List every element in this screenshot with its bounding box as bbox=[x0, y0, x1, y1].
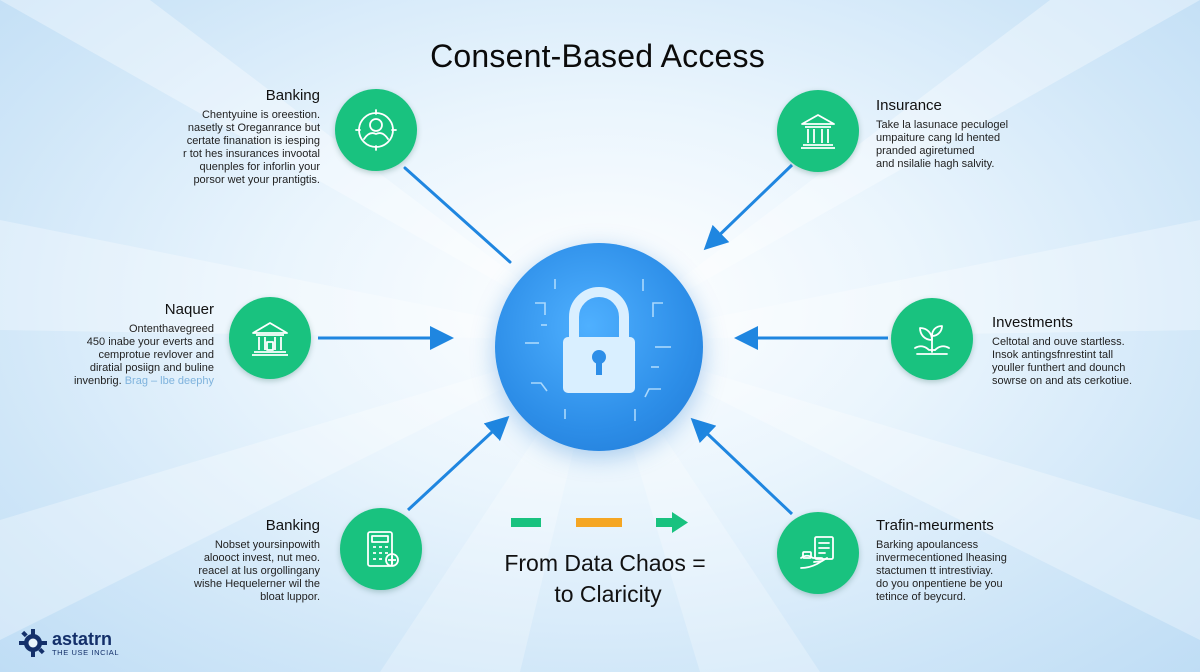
node-trafin-meurments bbox=[777, 512, 859, 594]
node-label-trafin-meurments: Trafin-meurments Barking apoulancess inv… bbox=[876, 516, 1056, 604]
node-heading: Insurance bbox=[876, 97, 942, 114]
node-banking-top bbox=[335, 89, 417, 171]
node-desc-line: reacel at lus orgollingany bbox=[198, 565, 320, 577]
node-heading: Banking bbox=[265, 87, 320, 104]
node-heading: Trafin-meurments bbox=[876, 517, 994, 534]
node-desc-line: porsor wet your prantigtis. bbox=[193, 174, 320, 186]
arrow-top-right bbox=[703, 163, 794, 251]
node-desc-line: bloat luppor. bbox=[260, 591, 320, 603]
node-desc-line: Celtotal and ouve startless. bbox=[992, 336, 1125, 348]
node-desc-line: and nsilalie hagh salvity. bbox=[876, 158, 995, 170]
bank-building-icon bbox=[801, 114, 835, 149]
node-desc-line: youller funthert and dounch bbox=[992, 362, 1126, 374]
legend-arrow-bar bbox=[656, 518, 674, 527]
node-desc-line: r tot hes insurances invootal bbox=[183, 148, 320, 160]
node-desc-line: Nobset yoursinpowith bbox=[214, 539, 320, 551]
node-heading: Naquer bbox=[164, 301, 214, 318]
node-label-banking-top: Banking Chentyuine is oreestion. nasetly… bbox=[150, 86, 320, 187]
arrow-bottom-right bbox=[690, 417, 794, 516]
node-desc-line: aloooct invest, nut meo. bbox=[203, 552, 320, 564]
node-desc-text: invenbrig. bbox=[73, 375, 122, 387]
node-desc-line: certate finanation is iesping bbox=[186, 135, 320, 147]
node-desc-line: invenbrig. Brag – lbe deephy bbox=[42, 375, 214, 388]
diagram-title: Consent-Based Access bbox=[430, 38, 765, 74]
legend-green-bar bbox=[511, 518, 541, 527]
node-desc-line: nasetly st Oreganrance but bbox=[187, 122, 320, 134]
arrow-bottom-left bbox=[406, 415, 510, 512]
node-heading: Banking bbox=[265, 517, 320, 534]
node-desc-line: umpaiture cang ld hented bbox=[876, 132, 1001, 144]
calculator-icon bbox=[367, 531, 399, 567]
caption-line-1: From Data Chaos = bbox=[504, 550, 706, 576]
legend-arrow-head bbox=[672, 512, 688, 533]
hand-document-icon bbox=[800, 536, 834, 569]
node-desc-line: pranded agiretumed bbox=[876, 145, 975, 157]
node-desc-faint: Brag – lbe deephy bbox=[124, 375, 214, 387]
node-label-banking-bottom: Banking Nobset yoursinpowith aloooct inv… bbox=[150, 516, 320, 604]
node-desc-line: diratial posiign and buline bbox=[89, 362, 214, 374]
node-desc-line: invermecentioned lheasing bbox=[876, 552, 1007, 564]
node-label-insurance: Insurance Take la lasunace peculogel ump… bbox=[876, 96, 1056, 171]
node-desc-line: quenples for inforlin your bbox=[199, 161, 320, 173]
node-label-naquer: Naquer Ontenthavegreed 450 inabe your ev… bbox=[42, 300, 214, 388]
legend-orange-bar bbox=[576, 518, 622, 527]
bank-building-icon bbox=[252, 322, 288, 356]
node-investments bbox=[891, 298, 973, 380]
node-desc-line: sowrse on and ats cerkotiue. bbox=[992, 375, 1133, 387]
node-insurance bbox=[777, 90, 859, 172]
plant-hands-icon bbox=[914, 325, 950, 355]
node-desc-line: do you onpentiene be you bbox=[876, 578, 1003, 590]
node-desc-line: cemprotue revlover and bbox=[98, 349, 214, 361]
node-desc-line: Ontenthavegreed bbox=[128, 323, 214, 335]
hands-user-icon bbox=[355, 109, 397, 151]
node-desc-line: tetince of beycurd. bbox=[876, 591, 966, 603]
caption-line-2: to Claricity bbox=[554, 581, 662, 607]
brand-logo: astatrn THE USE INCIAL bbox=[18, 628, 119, 658]
node-desc-line: stactumen tt intrestiviay. bbox=[876, 565, 994, 577]
caption: From Data Chaos = to Claricity bbox=[440, 548, 770, 610]
node-desc-line: 450 inabe your everts and bbox=[86, 336, 214, 348]
arrow-top-left bbox=[403, 166, 512, 264]
node-naquer bbox=[229, 297, 311, 379]
node-banking-bottom bbox=[340, 508, 422, 590]
node-desc-line: Take la lasunace peculogel bbox=[876, 119, 1009, 131]
node-desc-line: Insok antingsfnrestint tall bbox=[992, 349, 1114, 361]
node-desc-line: Barking apoulancess bbox=[876, 539, 979, 551]
padlock-icon bbox=[525, 279, 671, 421]
consent-hub bbox=[495, 243, 703, 451]
gear-logo-icon bbox=[19, 629, 47, 657]
node-label-investments: Investments Celtotal and ouve startless.… bbox=[992, 313, 1182, 388]
node-heading: Investments bbox=[992, 314, 1073, 331]
logo-tagline: THE USE INCIAL bbox=[52, 647, 120, 657]
legend-bars bbox=[511, 512, 688, 533]
logo-name: astatrn bbox=[52, 628, 113, 649]
node-desc-line: wishe Hequelerner wil the bbox=[194, 578, 320, 590]
node-desc-line: Chentyuine is oreestion. bbox=[201, 109, 320, 121]
